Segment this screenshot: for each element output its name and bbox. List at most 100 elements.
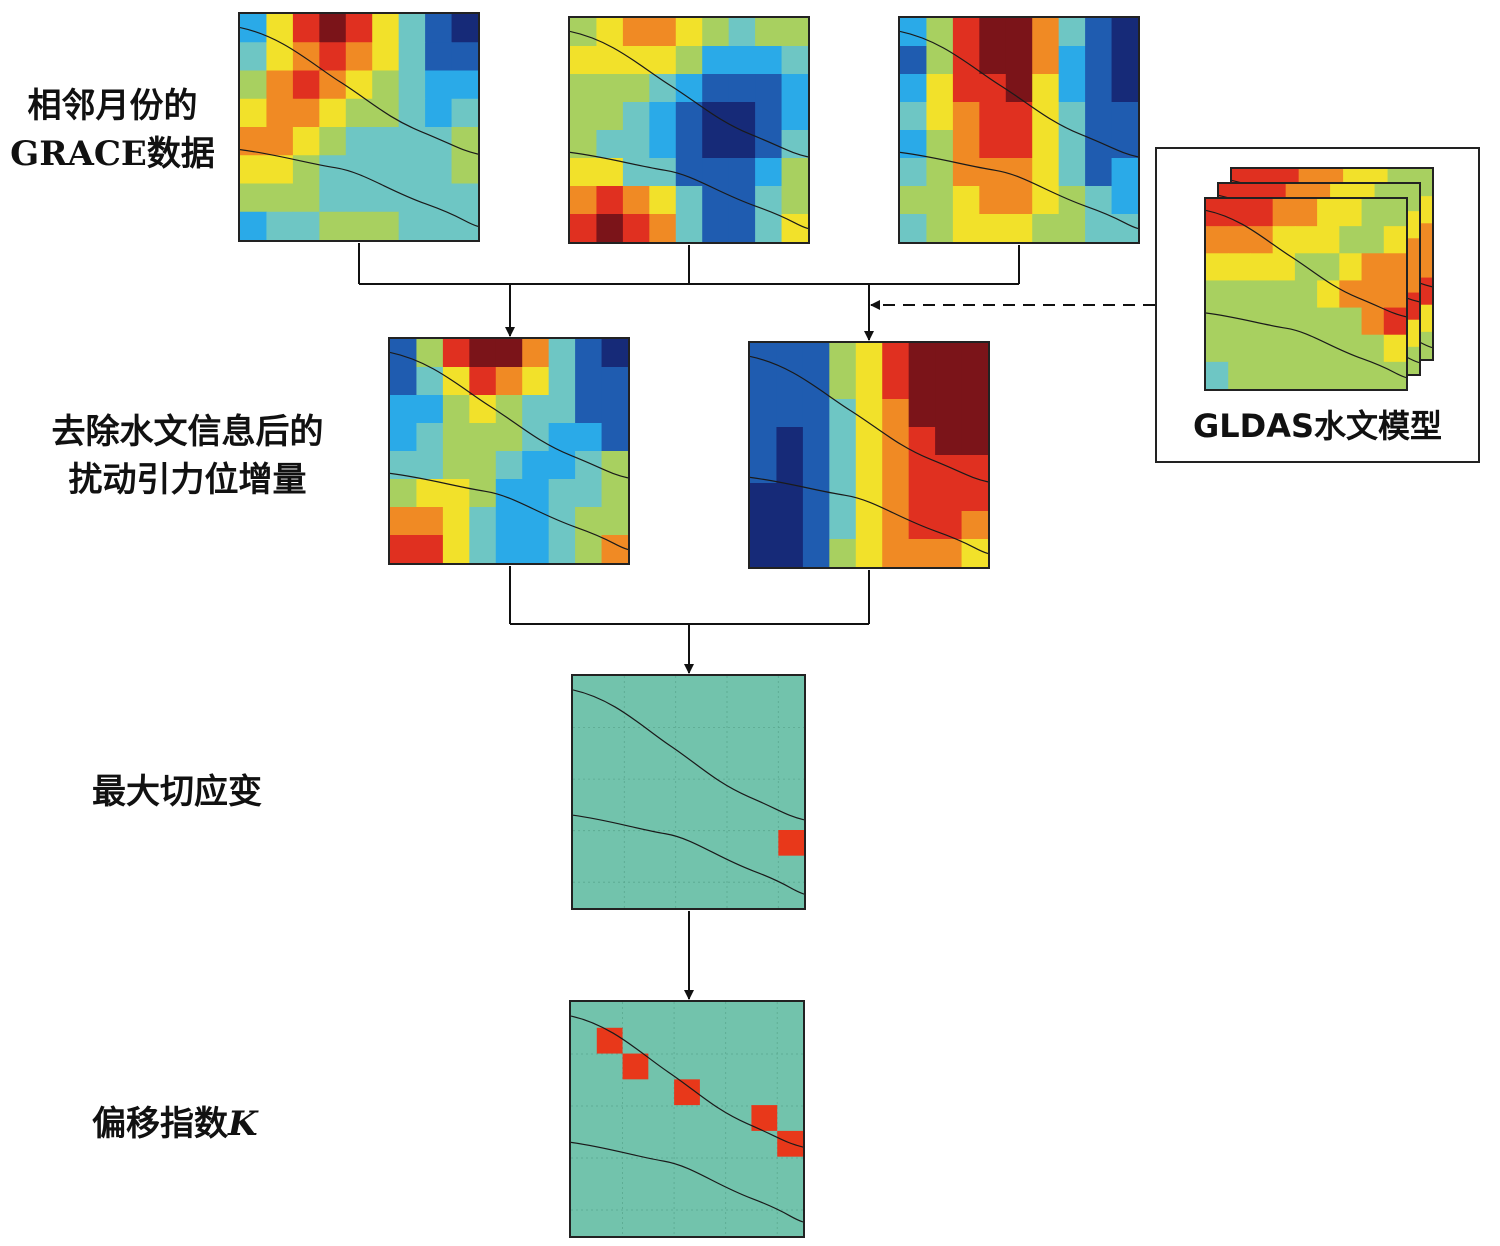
heatmap-cell — [240, 183, 268, 213]
heatmap-cell — [1250, 199, 1274, 227]
heatmap-cell — [979, 158, 1007, 187]
disturbance-map-1 — [388, 337, 630, 565]
heatmap-cell — [522, 479, 550, 508]
heatmap-cell — [829, 511, 857, 540]
heatmap-cell — [702, 46, 730, 75]
heatmap-cell — [1032, 46, 1060, 75]
heatmap-cell — [776, 539, 804, 567]
heatmap-cell — [755, 214, 783, 242]
heatmap-cell — [750, 539, 778, 567]
heatmap-cell — [649, 102, 677, 131]
heatmap-cell — [575, 395, 603, 424]
disturbance-label-line-1: 去除水文信息后的 — [51, 412, 324, 452]
heatmap-cell — [829, 399, 857, 428]
heatmap-cell — [548, 395, 576, 424]
heatmap-cell — [829, 483, 857, 512]
heatmap-cell — [451, 155, 478, 185]
heatmap-cell — [702, 214, 730, 242]
heatmap-cell — [1383, 280, 1406, 309]
heatmap-cell — [1339, 226, 1363, 254]
heatmap-cell — [398, 211, 426, 240]
heatmap-cell — [575, 423, 603, 452]
boundary-line — [750, 476, 988, 555]
heatmap-cell — [979, 18, 1007, 47]
heatmap-cell — [1339, 361, 1363, 389]
heatmap-cell — [398, 42, 426, 72]
heatmap-cell — [372, 211, 400, 240]
heatmap-cell — [728, 74, 756, 103]
heatmap-cell — [829, 343, 857, 372]
heatmap-cell — [398, 183, 426, 213]
heatmap-cell — [240, 155, 268, 185]
heatmap-cell — [1383, 199, 1406, 227]
heatmap-cell — [522, 339, 550, 368]
heatmap-cell — [979, 214, 1007, 242]
heatmap-cell — [1032, 214, 1060, 242]
heatmap-cell — [675, 18, 703, 47]
heatmap-cell — [1272, 361, 1296, 389]
heatmap-cell — [522, 451, 550, 480]
heatmap-cell — [372, 70, 400, 100]
heatmap-cell — [1383, 253, 1406, 282]
heatmap-cell — [575, 507, 603, 536]
heatmap-cell — [1032, 130, 1060, 159]
heatmap-cell — [935, 399, 963, 428]
heatmap-cell — [390, 507, 418, 536]
heatmap-cell — [372, 42, 400, 72]
heatmap-cell — [495, 507, 523, 536]
heatmap-cell — [855, 371, 883, 400]
middle-row-connector — [509, 566, 870, 625]
heatmap-cell — [1383, 361, 1406, 389]
heatmap-cell — [570, 102, 598, 131]
heatmap-cell — [398, 70, 426, 100]
heatmap-cell — [1111, 102, 1138, 131]
heatmap-cell — [728, 214, 756, 242]
heatmap-cell — [442, 535, 470, 563]
heatmap-cell — [548, 535, 576, 563]
heatmap-cell — [961, 371, 988, 400]
heatmap-cell — [1005, 18, 1033, 47]
heatmap-cell — [781, 74, 808, 103]
heatmap-cell — [495, 339, 523, 368]
heatmap-cell — [548, 339, 576, 368]
heatmap-cell — [1272, 253, 1296, 282]
heatmap-cell — [882, 539, 910, 567]
heatmap-cell — [781, 130, 808, 159]
heatmap-cell — [1317, 199, 1340, 227]
heatmap-cell — [702, 186, 730, 215]
heatmap-cell — [548, 367, 576, 396]
heatmap-cell — [1294, 334, 1318, 363]
heatmap-cell — [575, 339, 603, 368]
heatmap-cell — [319, 127, 347, 156]
heatmap-cell — [596, 130, 624, 159]
heatmap-cell — [240, 70, 268, 100]
heatmap-cell — [442, 339, 470, 368]
heatmap-cell — [1250, 334, 1274, 363]
heatmap-cell — [1111, 130, 1138, 159]
heatmap-cell — [416, 423, 444, 452]
heatmap-cell — [1111, 186, 1138, 215]
heatmap-cell — [266, 183, 294, 213]
heatmap-cell — [882, 455, 910, 484]
heatmap-cell — [601, 423, 628, 452]
heatmap-cell — [961, 455, 988, 484]
heatmap-cell — [1206, 307, 1229, 336]
heatmap-cell — [900, 186, 928, 215]
heatmap-cell — [952, 214, 980, 242]
heatmap-cell — [575, 479, 603, 508]
heatmap-cell — [1294, 226, 1318, 254]
heatmap-cell — [755, 18, 783, 47]
max-shear-strain-map — [571, 674, 806, 910]
heatmap-cell — [829, 427, 857, 456]
heatmap-cell — [292, 14, 320, 43]
heatmap-cell — [952, 46, 980, 75]
heatmap-cell — [802, 427, 830, 456]
heatmap-cell — [596, 102, 624, 131]
heatmap-cell — [416, 479, 444, 508]
heatmap-cell — [240, 98, 268, 128]
heatmap-cell — [802, 455, 830, 484]
heatmap-cell — [675, 130, 703, 159]
heatmap-cell — [1085, 214, 1113, 242]
heatmap-cell — [908, 511, 936, 540]
